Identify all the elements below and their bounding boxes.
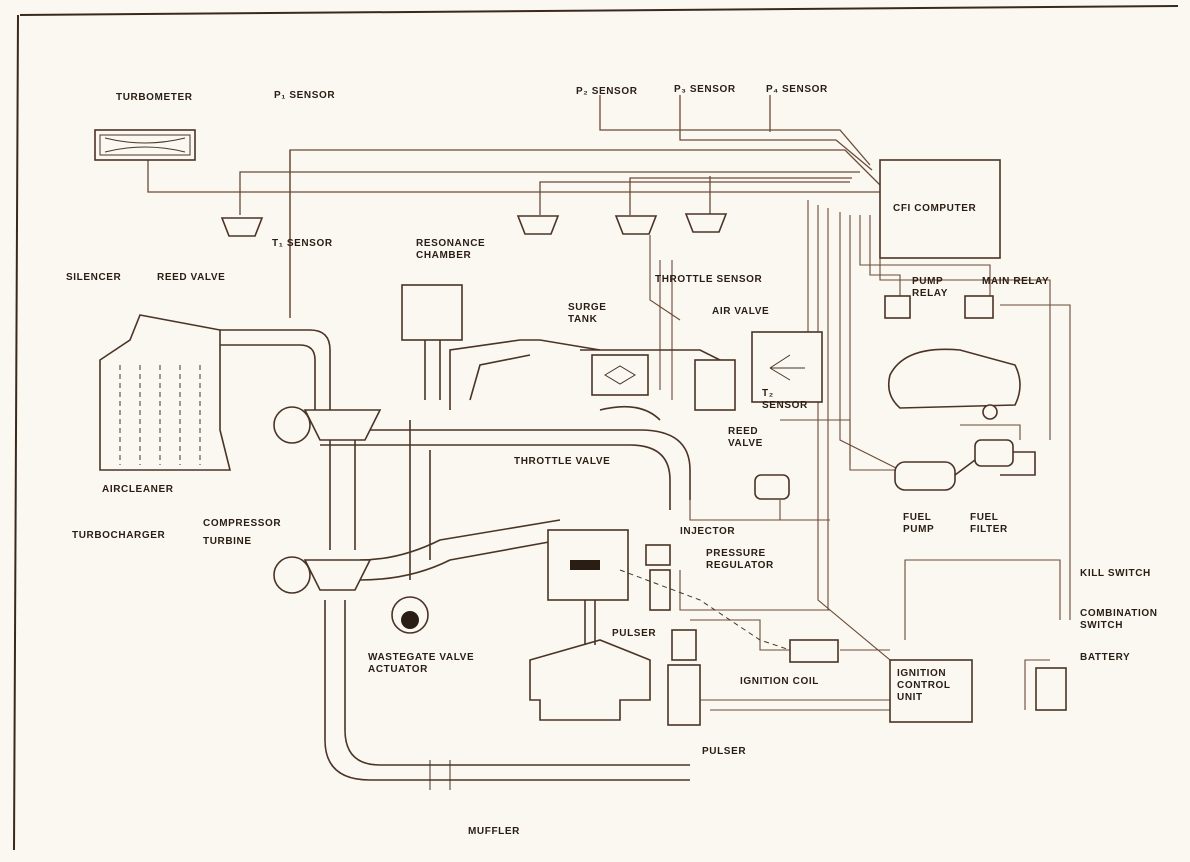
pulser-lower-label: PULSER xyxy=(702,746,746,758)
throttle-sensor-label: THROTTLE SENSOR xyxy=(655,274,762,286)
air-valve-label: AIR VALVE xyxy=(712,306,769,318)
fuel-pump xyxy=(895,462,955,490)
battery-box xyxy=(1036,668,1066,710)
wastegate-actuator-label: WASTEGATE VALVE ACTUATOR xyxy=(368,652,474,676)
surge-tank-label: SURGE TANK xyxy=(568,302,607,326)
p3-sensor-label: P₃ SENSOR xyxy=(674,84,736,96)
turbometer-gauge xyxy=(95,130,195,160)
reed-valve-label: REED VALVE xyxy=(157,272,225,284)
t2-sensor-label: T₂ SENSOR xyxy=(762,388,808,412)
pump-relay-box xyxy=(885,296,910,318)
turbine-label: TURBINE xyxy=(203,536,252,548)
fuel-line-pump xyxy=(755,475,789,499)
ignition-coil-label: IGNITION COIL xyxy=(740,676,819,688)
t1-sensor-label: T₁ SENSOR xyxy=(272,238,333,250)
main-relay-box xyxy=(965,296,993,318)
pressure-regulator-label: PRESSURE REGULATOR xyxy=(706,548,774,572)
pump-relay-label: PUMP RELAY xyxy=(912,276,948,300)
aircleaner-label: AIRCLEANER xyxy=(102,484,174,496)
injector-label: INJECTOR xyxy=(680,526,735,538)
battery-label: BATTERY xyxy=(1080,652,1130,664)
ignition-control-unit-label: IGNITION CONTROL UNIT xyxy=(897,668,951,704)
fuel-filter xyxy=(955,440,1035,475)
p2-sensor-label: P₂ SENSOR xyxy=(576,86,638,98)
cfi-computer-label: CFI COMPUTER xyxy=(893,203,976,215)
turbocharger-unit xyxy=(274,407,380,593)
kill-switch-label: KILL SWITCH xyxy=(1080,568,1151,580)
turbometer-label: TURBOMETER xyxy=(116,92,193,104)
sensor-p4 xyxy=(686,214,726,232)
aircleaner-box xyxy=(100,315,230,470)
reed-valve-2-label: REED VALVE xyxy=(728,426,763,450)
pressure-regulator-unit xyxy=(646,545,670,610)
sensor-p2 xyxy=(518,216,558,234)
resonance-chamber-box xyxy=(402,285,462,400)
fuel-filter-label: FUEL FILTER xyxy=(970,512,1008,536)
silencer-label: SILENCER xyxy=(66,272,121,284)
pulser-unit xyxy=(668,630,700,725)
main-relay-label: MAIN RELAY xyxy=(982,276,1049,288)
fuel-tank xyxy=(889,349,1020,419)
pulser-upper-label: PULSER xyxy=(612,628,656,640)
compressor-label: COMPRESSOR xyxy=(203,518,281,530)
sensor-p1 xyxy=(222,218,262,236)
p1-sensor-label: P₁ SENSOR xyxy=(274,90,335,102)
muffler-label: MUFFLER xyxy=(468,826,520,838)
wastegate-actuator xyxy=(392,597,428,633)
p4-sensor-label: P₄ SENSOR xyxy=(766,84,828,96)
engine-block xyxy=(530,530,650,720)
resonance-chamber-label: RESONANCE CHAMBER xyxy=(416,238,485,262)
turbocharger-label: TURBOCHARGER xyxy=(72,530,165,542)
sensor-p3 xyxy=(616,216,656,234)
throttle-body xyxy=(592,355,648,395)
combination-switch-label: COMBINATION SWITCH xyxy=(1080,608,1158,632)
fuel-pump-label: FUEL PUMP xyxy=(903,512,934,536)
throttle-valve-label: THROTTLE VALVE xyxy=(514,456,610,468)
ignition-coil xyxy=(790,640,838,662)
